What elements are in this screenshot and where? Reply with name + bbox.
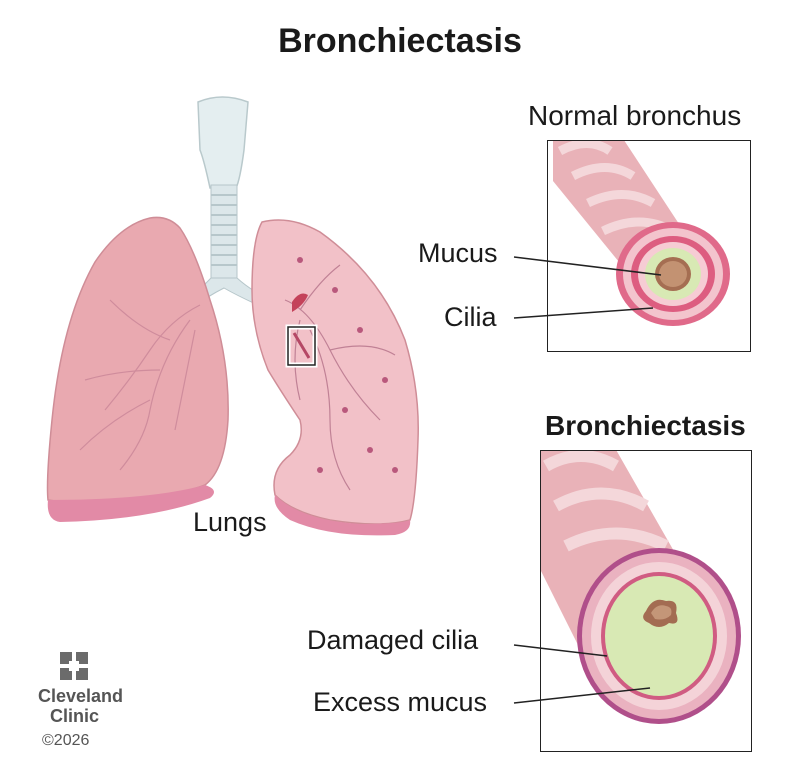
mucus-label: Mucus [418,238,498,268]
lungs-label: Lungs [193,507,267,537]
excess-mucus-label: Excess mucus [313,687,488,717]
brand-line-1: Cleveland [38,686,124,706]
damaged-cilia-label: Damaged cilia [307,625,479,655]
cleveland-clinic-logo-icon [60,652,88,680]
normal-bronchus-illustration [553,141,730,326]
bronchiectasis-heading: Bronchiectasis [545,410,746,441]
cilia-label: Cilia [444,302,497,332]
right-side-lung [251,219,419,525]
normal-bronchus-heading: Normal bronchus [528,100,742,131]
normal-bronchus-panel [547,140,751,352]
left-side-lung [46,216,229,504]
copyright: ©2026 [42,732,90,749]
page-title: Bronchiectasis [278,22,522,60]
bronchiectasis-panel [540,450,752,752]
brand-line-2: Clinic [50,706,100,726]
bronchiectasis-illustration [541,451,741,724]
